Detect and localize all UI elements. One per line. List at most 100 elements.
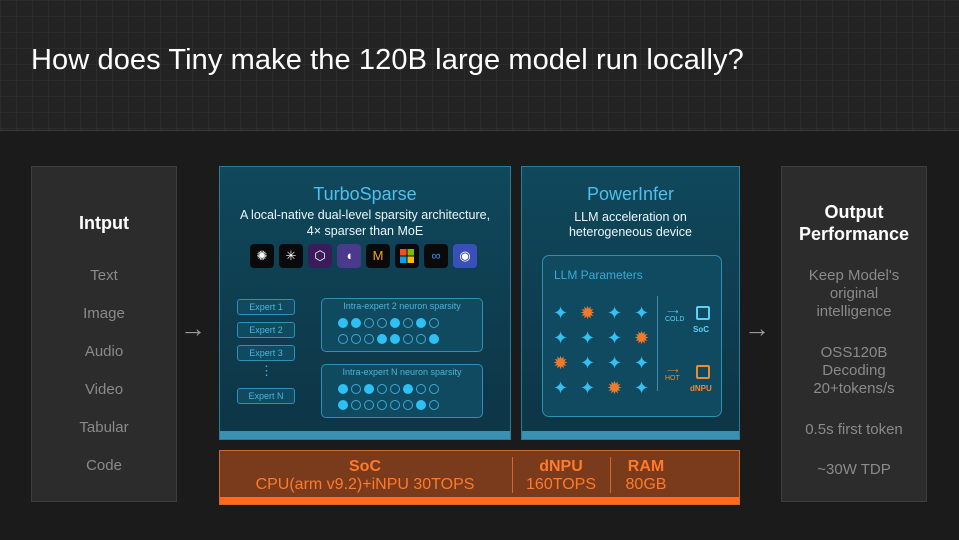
inactive-neuron-dot xyxy=(377,318,387,328)
output-panel: Output Performance Keep Model's original… xyxy=(781,166,927,502)
active-neuron-dot xyxy=(403,384,413,394)
output-item1-line1: Keep Model's xyxy=(808,267,900,284)
llama-icon: ◉ xyxy=(453,244,477,268)
inactive-neuron-dot xyxy=(377,384,387,394)
expert-ellipsis: ⋮ xyxy=(260,363,273,378)
turbosparse-subtitle-2: 4× sparser than MoE xyxy=(306,224,424,238)
output-item3: 0.5s first token xyxy=(805,421,903,438)
inactive-neuron-dot xyxy=(403,334,413,344)
hardware-bar: SoC CPU(arm v9.2)+iNPU 30TOPS dNPU 160TO… xyxy=(219,450,740,505)
hardware-bottom-bar xyxy=(220,497,739,504)
inactive-neuron-dot xyxy=(429,400,439,410)
input-item-audio: Audio xyxy=(84,343,124,360)
input-item-code: Code xyxy=(86,457,122,474)
expert-1-chip: Expert 1 xyxy=(237,299,295,315)
inactive-neuron-dot xyxy=(338,334,348,344)
ram-value: 80GB xyxy=(625,476,667,493)
active-neuron-dot xyxy=(364,384,374,394)
sparsity-bottom-row2 xyxy=(338,400,439,410)
sparsity-top-row2 xyxy=(338,334,439,344)
inactive-neuron-dot xyxy=(364,400,374,410)
cold-neuron-icon: ✦ xyxy=(634,353,650,373)
cold-neuron-icon: ✦ xyxy=(553,378,569,398)
mistral-icon: M xyxy=(366,244,390,268)
cold-neuron-icon: ✦ xyxy=(553,303,569,323)
inactive-neuron-dot xyxy=(416,334,426,344)
cold-neuron-icon: ✦ xyxy=(607,353,623,373)
turbosparse-panel: TurboSparse A local-native dual-level sp… xyxy=(219,166,511,440)
cold-neuron-icon: ✦ xyxy=(607,328,623,348)
inactive-neuron-dot xyxy=(364,334,374,344)
cold-neuron-icon: ✦ xyxy=(634,378,650,398)
active-neuron-dot xyxy=(377,334,387,344)
cold-label: COLD xyxy=(665,316,685,323)
output-heading-2: Performance xyxy=(798,224,910,244)
input-item-image: Image xyxy=(83,305,125,322)
sparsity-top-label: Intra-expert 2 neuron sparsity xyxy=(343,301,461,311)
sparsity-bottom-label: Intra-expert N neuron sparsity xyxy=(342,367,462,377)
cold-neuron-icon: ✦ xyxy=(553,328,569,348)
active-neuron-dot xyxy=(338,400,348,410)
inactive-neuron-dot xyxy=(377,400,387,410)
deepseek-icon: ◖ xyxy=(337,244,361,268)
powerinfer-subtitle-1: LLM acceleration on xyxy=(574,210,687,224)
inactive-neuron-dot xyxy=(351,334,361,344)
hot-neuron-icon: ✹ xyxy=(553,353,569,373)
inactive-neuron-dot xyxy=(351,384,361,394)
input-panel: Intput Text Image Audio Video Tabular Co… xyxy=(31,166,177,502)
cold-neuron-icon: ✦ xyxy=(580,353,596,373)
qwen-icon: ⬡ xyxy=(308,244,332,268)
input-item-tabular: Tabular xyxy=(79,419,129,436)
sparsity-box-top: Intra-expert 2 neuron sparsity xyxy=(321,298,483,352)
powerinfer-bottom-bar xyxy=(522,431,739,439)
expert-n-chip: Expert N xyxy=(237,388,295,404)
openai-icon: ✺ xyxy=(250,244,274,268)
dnpu-chip-label: dNPU xyxy=(690,384,712,393)
inactive-neuron-dot xyxy=(403,400,413,410)
active-neuron-dot xyxy=(351,318,361,328)
inactive-neuron-dot xyxy=(416,384,426,394)
output-item2-line1: OSS120B xyxy=(820,344,888,361)
cold-neuron-icon: ✦ xyxy=(634,303,650,323)
hot-neuron-icon: ✹ xyxy=(607,378,623,398)
input-arrow-icon: → xyxy=(180,313,206,343)
expert-3-chip: Expert 3 xyxy=(237,345,295,361)
active-neuron-dot xyxy=(416,400,426,410)
output-item1-line2: original xyxy=(829,285,879,302)
hot-neuron-icon: ✹ xyxy=(634,328,650,348)
input-item-video: Video xyxy=(84,381,124,398)
active-neuron-dot xyxy=(390,334,400,344)
input-item-text: Text xyxy=(90,267,118,284)
title-band: How does Tiny make the 120B large model … xyxy=(0,0,959,131)
cold-neuron-icon: ✦ xyxy=(580,328,596,348)
active-neuron-dot xyxy=(338,318,348,328)
dnpu-heading: dNPU xyxy=(539,458,583,475)
hot-label: HOT xyxy=(665,375,680,382)
perplexity-icon: ✳ xyxy=(279,244,303,268)
microsoft-icon xyxy=(395,244,419,268)
soc-chip-icon xyxy=(696,306,710,320)
soc-value: CPU(arm v9.2)+iNPU 30TOPS xyxy=(255,476,475,493)
powerinfer-subtitle-2: heterogeneous device xyxy=(568,225,692,239)
meta-icon: ∞ xyxy=(424,244,448,268)
cold-neuron-icon: ✦ xyxy=(580,378,596,398)
soc-chip-label: SoC xyxy=(693,325,709,334)
output-item2-line2: Decoding xyxy=(822,362,886,379)
inactive-neuron-dot xyxy=(390,400,400,410)
hot-arrow-icon: ⟶ xyxy=(667,366,679,375)
input-heading: Intput xyxy=(79,213,129,233)
sparsity-box-bottom: Intra-expert N neuron sparsity xyxy=(321,364,483,418)
model-logos: ✺ ✳ ⬡ ◖ M ∞ ◉ xyxy=(250,244,477,268)
output-item1-line3: intelligence xyxy=(816,303,892,320)
page-title: How does Tiny make the 120B large model … xyxy=(31,44,744,76)
powerinfer-panel: PowerInfer LLM acceleration on heterogen… xyxy=(521,166,740,440)
inactive-neuron-dot xyxy=(390,384,400,394)
hardware-divider-2 xyxy=(610,457,611,493)
dnpu-chip-icon xyxy=(696,365,710,379)
output-item2-line3: 20+tokens/s xyxy=(813,380,895,397)
inactive-neuron-dot xyxy=(429,318,439,328)
turbosparse-bottom-bar xyxy=(220,431,510,439)
dnpu-value: 160TOPS xyxy=(526,476,596,493)
inactive-neuron-dot xyxy=(351,400,361,410)
turbosparse-title: TurboSparse xyxy=(313,184,417,204)
